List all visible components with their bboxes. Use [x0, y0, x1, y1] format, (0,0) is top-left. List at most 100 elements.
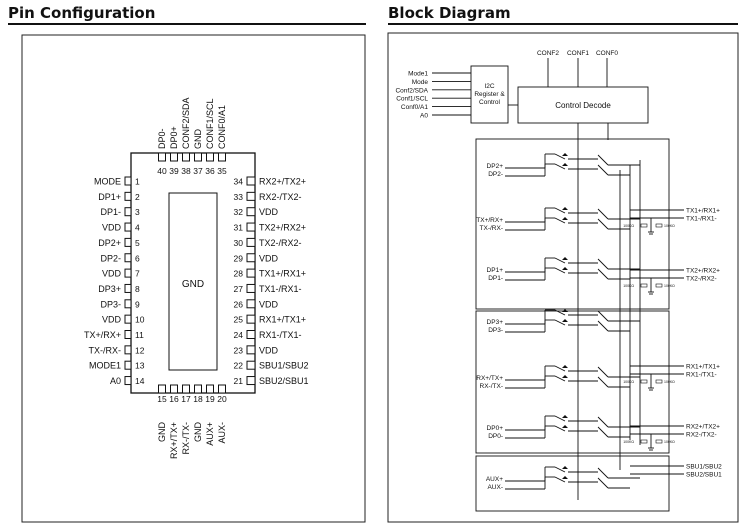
pin-pad: [170, 384, 178, 394]
left-signal-label: TX+/RX+: [476, 217, 503, 224]
left-signal-label: AUX-: [487, 484, 503, 491]
pin-pad: [246, 237, 256, 247]
pin-name: MODE1: [89, 361, 121, 371]
exposed-pad: [168, 192, 218, 371]
switch-group-box: [475, 455, 670, 512]
switch-blade: [597, 268, 609, 280]
pin-name: SBU1/SBU2: [259, 361, 309, 371]
pin-number: 1: [135, 177, 140, 187]
pin-number: 27: [234, 284, 244, 294]
pin-pad: [206, 384, 214, 394]
pin-number: 15: [157, 394, 167, 404]
switch-arrow: [562, 257, 568, 260]
right-signal-label: SBU2/SBU1: [686, 472, 722, 479]
exposed-pad-label: GND: [182, 279, 204, 290]
left-signal-label: DP0+: [487, 425, 504, 432]
pin-name: DP0+: [169, 126, 179, 149]
switch-arrow: [562, 415, 568, 418]
switch-blade: [554, 425, 566, 432]
pin-number: 8: [135, 284, 140, 294]
switch-blade: [597, 320, 609, 332]
right-signal-label: TX1+/RX1+: [686, 208, 720, 215]
pin-pad: [124, 314, 132, 324]
switch-arrow: [562, 207, 568, 210]
pin-name: TX-/RX-: [89, 345, 122, 355]
switch-blade: [554, 365, 566, 372]
pin-pad: [218, 152, 226, 162]
pin-configuration-heading: Pin Configuration: [8, 4, 156, 22]
i2c-register-block: [470, 65, 509, 124]
conf-input-label: CONF0: [596, 50, 618, 57]
pin-number: 12: [135, 345, 145, 355]
i2c-input-label: A0: [420, 113, 428, 120]
pin-configuration-rule: [8, 23, 366, 25]
pin-name: DP3-: [100, 299, 121, 309]
right-signal-label: RX1-/TX1-: [686, 372, 717, 379]
pin-pad: [124, 268, 132, 278]
switch-blade: [554, 217, 566, 224]
pin-pad: [246, 345, 256, 355]
switch-arrow: [562, 217, 568, 220]
switch-blade: [597, 467, 609, 479]
switch-blade: [554, 153, 566, 160]
left-signal-label: DP1+: [487, 267, 504, 274]
pin-pad: [246, 176, 256, 186]
pin-pad: [124, 176, 132, 186]
switch-arrow: [562, 163, 568, 166]
switch-blade: [554, 207, 566, 214]
pin-pad: [124, 376, 132, 386]
left-signal-label: DP3+: [487, 319, 504, 326]
pin-number: 24: [234, 330, 244, 340]
pin-number: 37: [193, 166, 203, 176]
switch-blade: [597, 477, 609, 489]
switch-arrow: [562, 153, 568, 156]
resistor-label: 100KΩ: [623, 380, 634, 384]
pin-pad: [194, 152, 202, 162]
switch-blade: [554, 476, 566, 483]
pin-number: 39: [169, 166, 179, 176]
pin-number: 13: [135, 361, 145, 371]
resistor: [640, 379, 648, 384]
switch-blade: [597, 164, 609, 176]
left-signal-label: AUX+: [486, 476, 503, 483]
pin-number: 14: [135, 376, 145, 386]
pin-pad: [124, 237, 132, 247]
block-diagram-heading: Block Diagram: [388, 4, 511, 22]
pin-name: A0: [110, 376, 121, 386]
resistor: [655, 283, 663, 288]
pin-pad: [182, 152, 190, 162]
pin-number: 28: [234, 269, 244, 279]
pin-number: 23: [234, 345, 244, 355]
switch-arrow: [562, 425, 568, 428]
switch-blade: [554, 309, 566, 316]
pin-number: 18: [193, 394, 203, 404]
pin-name: CONF0/A1: [217, 105, 227, 149]
pin-pad: [124, 330, 132, 339]
pin-pad: [246, 299, 256, 309]
left-signal-label: DP1-: [488, 275, 503, 282]
pin-name: VDD: [259, 207, 279, 217]
pin-number: 35: [217, 166, 227, 176]
pin-number: 3: [135, 207, 140, 217]
left-signal-label: RX-/TX-: [480, 383, 503, 390]
switch-blade: [554, 415, 566, 422]
pin-name: TX2-/RX2-: [259, 238, 302, 248]
pin-number: 10: [135, 315, 145, 325]
i2c-register-label: I2C: [484, 83, 494, 90]
left-signal-label: DP2+: [487, 163, 504, 170]
pin-pad: [206, 152, 214, 162]
pin-number: 26: [234, 299, 244, 309]
switch-blade: [554, 257, 566, 264]
resistor: [640, 283, 648, 288]
pin-pad: [194, 384, 202, 394]
pin-pad: [182, 384, 190, 394]
pin-number: 38: [181, 166, 191, 176]
pin-name: VDD: [102, 223, 122, 233]
pin-pad: [246, 283, 256, 293]
pin-name: AUX-: [217, 422, 227, 444]
pin-pad: [218, 384, 226, 394]
pin-name: VDD: [259, 253, 279, 263]
pin-number: 20: [217, 394, 227, 404]
pin-name: TX2+/RX2+: [259, 223, 306, 233]
pin-number: 9: [135, 299, 140, 309]
